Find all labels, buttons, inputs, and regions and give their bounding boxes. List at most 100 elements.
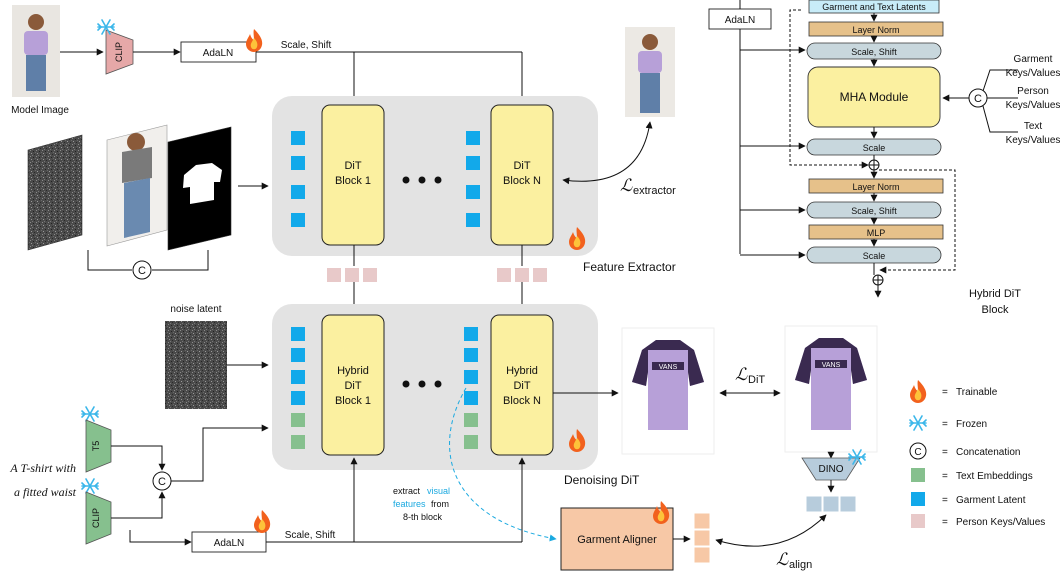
legend-eq: =	[942, 471, 948, 482]
legend-eq: =	[942, 495, 948, 506]
legend-eq: =	[942, 387, 948, 398]
garment-aligner-label: Garment Aligner	[577, 534, 657, 546]
fire-icon	[246, 29, 263, 52]
garment-text-latents-label: Garment and Text Latents	[822, 2, 926, 12]
garment-latent-token	[466, 156, 480, 170]
garment-latent-swatch	[911, 492, 925, 506]
snowflake-icon	[81, 406, 99, 422]
garment-kv-label-2: Keys/Values	[1006, 68, 1060, 79]
clip-encoder-top	[105, 29, 134, 75]
loss-align-symbol: ℒ	[776, 550, 789, 569]
hybrid-adaln-label: AdaLN	[725, 15, 756, 26]
feature-extractor-title: Feature Extractor	[583, 260, 676, 274]
garment-latent-token	[291, 185, 305, 199]
dit-block-1-label-2: Block 1	[335, 175, 371, 187]
dit-block-1-label-1: DiT	[344, 160, 361, 172]
dit-block-n-label-1: DiT	[513, 160, 530, 172]
garment-latent-token	[291, 391, 305, 405]
garment-latent-token	[464, 327, 478, 341]
adaln-bottom-label: AdaLN	[214, 538, 245, 549]
residual-path-1	[789, 9, 869, 169]
target-garment-image: VANS	[784, 325, 878, 453]
clip-label-bottom: CLIP	[91, 508, 101, 528]
layer-norm-1-label: Layer Norm	[852, 25, 899, 35]
legend: = Trainable = Frozen C = Concatenation =…	[909, 380, 1045, 528]
hybrid-block-title-1: Hybrid DiT	[969, 288, 1021, 300]
t5-label: T5	[91, 441, 101, 452]
ellipsis-dot	[402, 176, 410, 184]
ellipsis-dot	[434, 380, 442, 388]
denoising-dit-title: Denoising DiT	[564, 473, 640, 487]
loss-extractor-sub: extractor	[633, 185, 676, 197]
legend-concatenation: Concatenation	[956, 447, 1021, 458]
legend-person-kv: Person Keys/Values	[956, 517, 1045, 528]
shirt-logo-text: VANS	[659, 364, 678, 371]
hybrid-block-n-label-3: Block N	[503, 395, 541, 407]
garment-latent-token	[291, 327, 305, 341]
residual-path-2	[879, 169, 956, 274]
hybrid-dit-block-1	[321, 314, 385, 456]
layer-norm-2-label: Layer Norm	[852, 182, 899, 192]
scale-1-label: Scale	[863, 143, 886, 153]
garment-latent-token	[291, 131, 305, 145]
text-embedding-token	[464, 413, 478, 427]
loss-align-sub: align	[789, 559, 812, 571]
extract-text-line-1b: visual	[427, 486, 450, 496]
hybrid-block-n-label-1: Hybrid	[506, 365, 538, 377]
noise-latent-image	[165, 321, 227, 409]
garment-latent-token	[466, 185, 480, 199]
clip-label-top: CLIP	[114, 42, 124, 62]
ellipsis-dot	[402, 380, 410, 388]
person-kv-token	[345, 268, 359, 282]
ellipsis-dot	[434, 176, 442, 184]
hybrid-block-1-label-1: Hybrid	[337, 365, 369, 377]
model-image	[12, 5, 60, 97]
prompt-line-1: A T-shirt with	[9, 461, 76, 475]
fire-icon	[254, 510, 271, 533]
garment-latent-token	[291, 370, 305, 384]
person-kv-swatch	[911, 514, 925, 528]
mha-module-label: MHA Module	[840, 90, 909, 104]
aligned-feature-token	[693, 512, 711, 530]
legend-garment-latent: Garment Latent	[956, 495, 1026, 506]
text-embedding-token	[291, 435, 305, 449]
person-kv-label-1: Person	[1017, 86, 1049, 97]
legend-eq: =	[942, 517, 948, 528]
hybrid-block-n-label-2: DiT	[513, 380, 530, 392]
dino-encoder	[801, 457, 861, 481]
person-kv-token	[533, 268, 547, 282]
model-image-label: Model Image	[11, 105, 69, 116]
person-kv-token	[327, 268, 341, 282]
prompt-line-2: a fitted waist	[14, 485, 77, 499]
scale-shift-2-label: Scale, Shift	[851, 206, 897, 216]
scale-2-label: Scale	[863, 251, 886, 261]
scale-shift-top-label: Scale, Shift	[281, 40, 332, 51]
dino-feature-token	[805, 495, 823, 513]
loss-extractor-symbol: ℒ	[620, 176, 633, 195]
garment-latent-token	[464, 348, 478, 362]
legend-eq: =	[942, 447, 948, 458]
person-kv-token	[497, 268, 511, 282]
garment-latent-token	[291, 156, 305, 170]
extract-text-line-3: 8-th block	[403, 512, 443, 522]
noise-latent-label: noise latent	[170, 304, 221, 315]
clip-encoder-bottom	[85, 491, 112, 545]
snowflake-icon	[81, 478, 99, 494]
garment-latent-token	[464, 391, 478, 405]
dit-block-1	[321, 104, 385, 246]
person-kv-token	[515, 268, 529, 282]
legend-eq: =	[942, 419, 948, 430]
scale-shift-1-label: Scale, Shift	[851, 47, 897, 57]
legend-trainable: Trainable	[956, 387, 998, 398]
text-kv-label-2: Keys/Values	[1006, 135, 1060, 146]
garment-latent-token	[466, 213, 480, 227]
generated-garment-image: VANS	[621, 327, 715, 455]
fire-icon	[653, 501, 670, 524]
feature-extract-path	[449, 387, 557, 542]
hybrid-block-1-label-2: DiT	[344, 380, 361, 392]
shirt-logo-text: VANS	[822, 362, 841, 369]
concat-circle-input	[132, 260, 152, 280]
extract-text-line-2b: from	[431, 499, 449, 509]
dino-feature-token	[822, 495, 840, 513]
